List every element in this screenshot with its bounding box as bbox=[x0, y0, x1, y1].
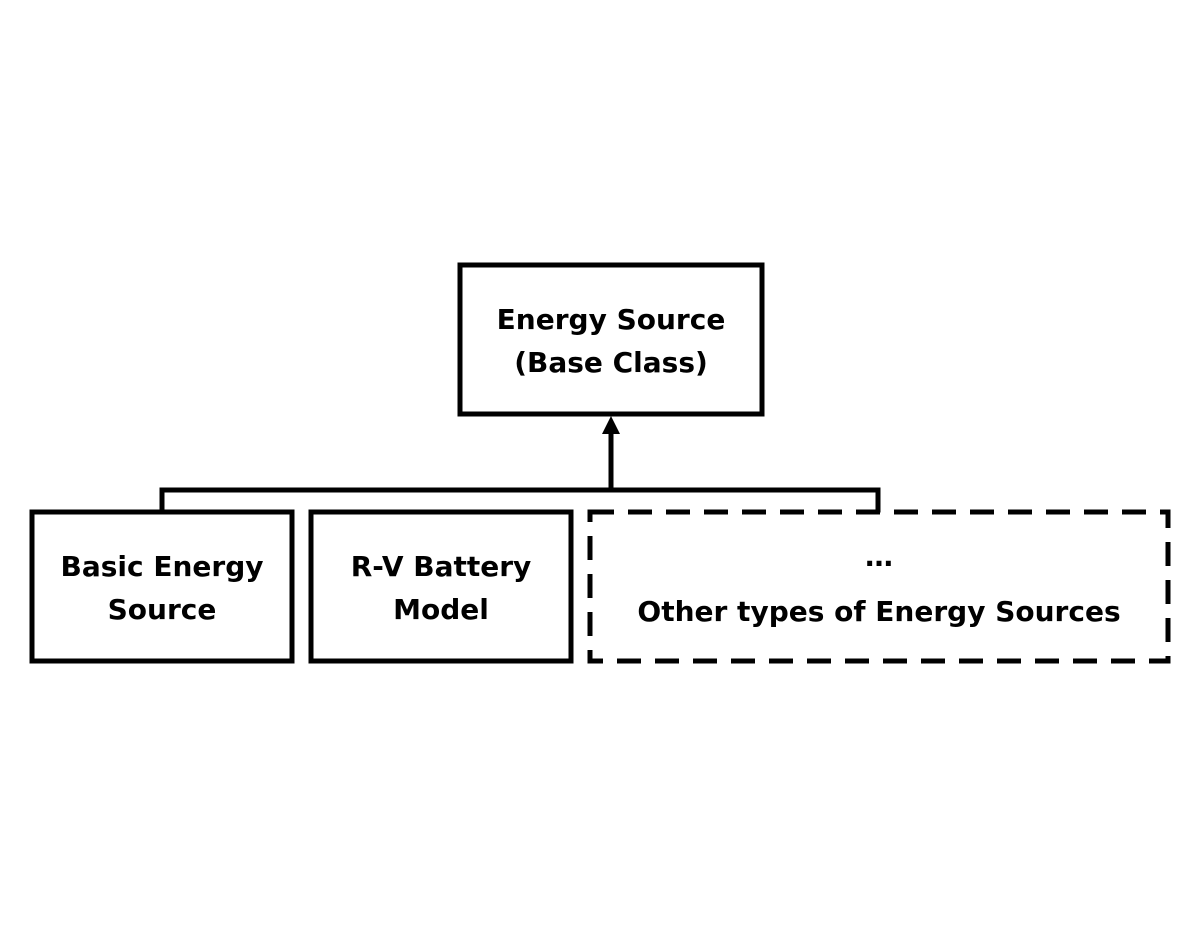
base-class-box bbox=[457, 262, 765, 417]
child-box-basic-energy-source bbox=[29, 509, 295, 664]
child-label-line2: Other types of Energy Sources bbox=[637, 595, 1120, 628]
child-label-line1: Basic Energy bbox=[61, 550, 264, 583]
child-node-other-types: … Other types of Energy Sources bbox=[587, 509, 1171, 664]
connector-lines bbox=[159, 429, 881, 513]
inheritance-arrowhead bbox=[602, 416, 620, 434]
child-label-line2: Source bbox=[108, 593, 217, 626]
child-node-rv-battery-model: R-V Battery Model bbox=[308, 509, 574, 664]
child-label-line2: Model bbox=[393, 593, 489, 626]
child-node-basic-energy-source: Basic Energy Source bbox=[29, 509, 295, 664]
child-ellipsis: … bbox=[865, 540, 893, 573]
child-box-other-types bbox=[587, 509, 1171, 664]
base-class-subtitle: (Base Class) bbox=[514, 346, 708, 379]
child-label-line1: R-V Battery bbox=[351, 550, 532, 583]
base-class-node: Energy Source (Base Class) bbox=[457, 262, 765, 417]
base-class-title: Energy Source bbox=[497, 303, 726, 336]
child-box-rv-battery-model bbox=[308, 509, 574, 664]
